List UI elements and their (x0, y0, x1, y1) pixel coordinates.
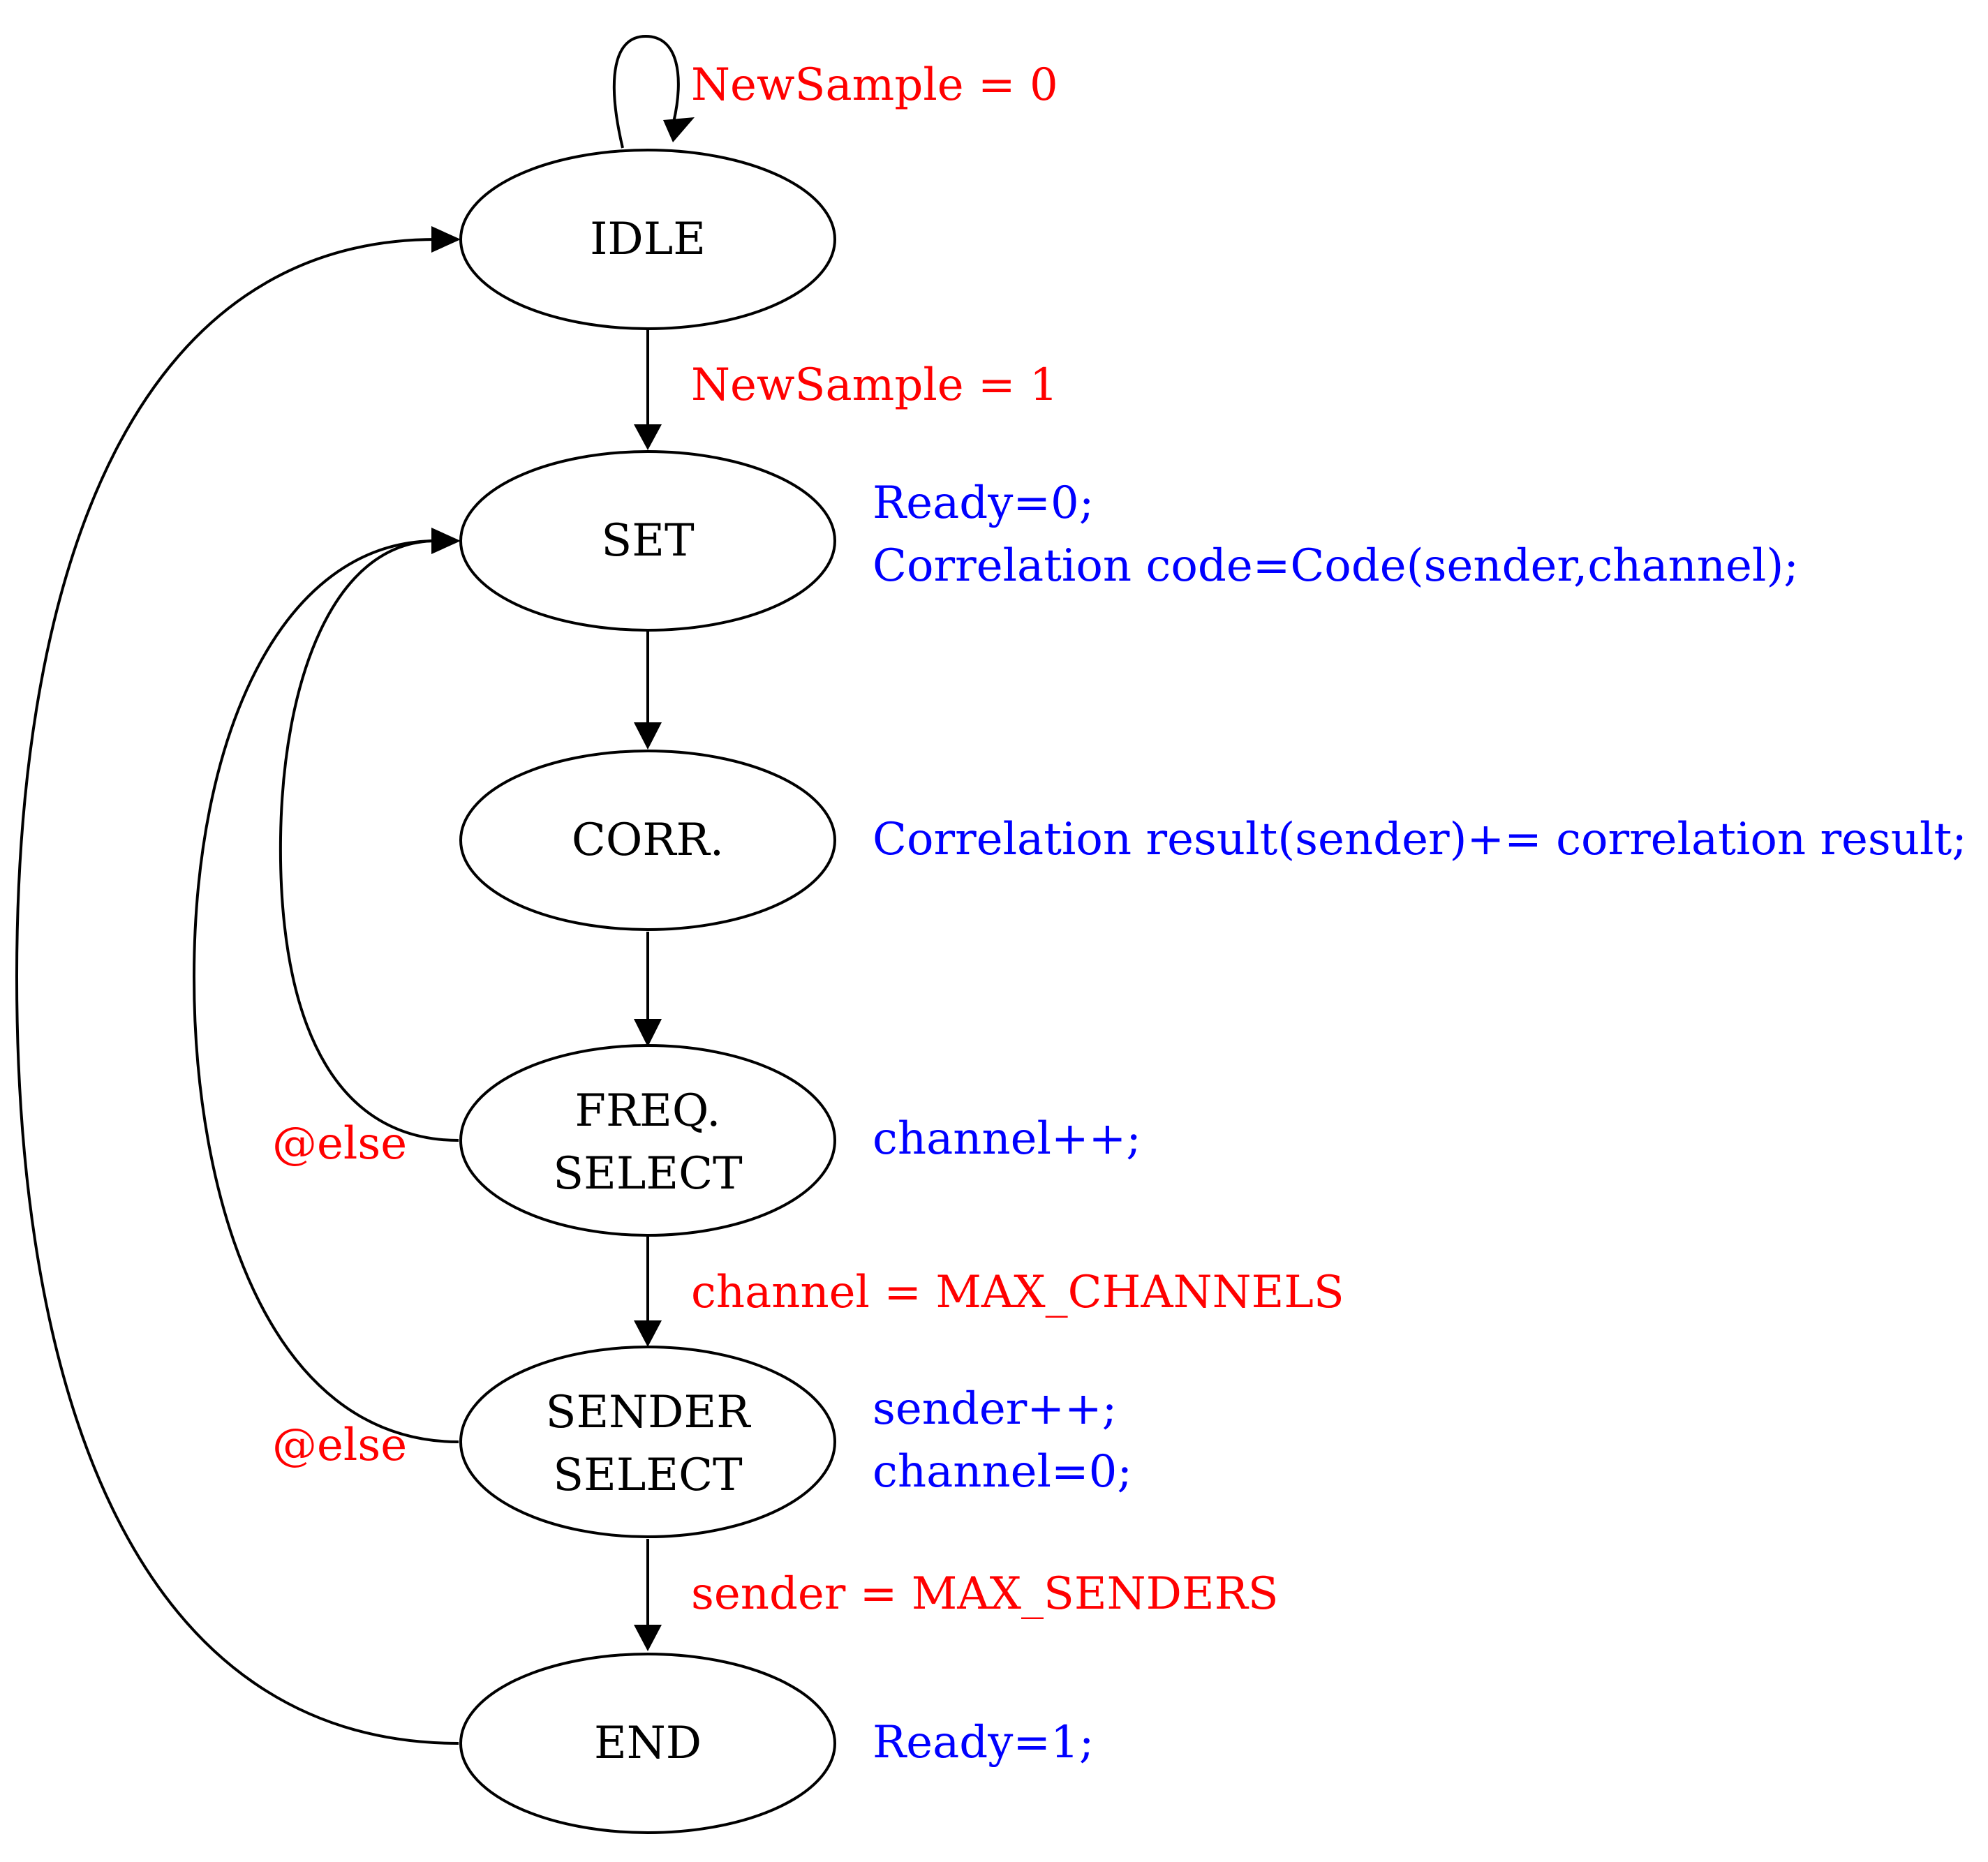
condition-freq-to-sender: channel = MAX_CHANNELS (691, 1267, 1344, 1318)
arrow-head-sender-to-end (634, 1625, 662, 1651)
state-freq-select-label-line2: SELECT (553, 1148, 743, 1200)
state-end: END (459, 1653, 836, 1834)
state-sender-select-shape (459, 1346, 836, 1538)
action-set-line2: Correlation code=Code(sender,channel); (873, 540, 1799, 592)
state-idle-label: IDLE (590, 214, 706, 265)
state-idle: IDLE (459, 149, 836, 330)
arrow-head-freq-to-sender (634, 1320, 662, 1347)
action-sender-line2: channel=0; (873, 1446, 1132, 1498)
state-freq-select: FREQ. SELECT (459, 1044, 836, 1237)
state-freq-select-label-line1: FREQ. (575, 1085, 721, 1137)
state-set-label: SET (601, 515, 695, 567)
arrow-head-idle-self (663, 117, 695, 142)
condition-sender-else: @else (272, 1420, 407, 1471)
state-sender-select-label-line2: SELECT (553, 1450, 743, 1501)
arrow-head-corr-to-freq (634, 1019, 662, 1047)
edge-idle-self-loop (612, 34, 680, 149)
state-corr: CORR. (459, 750, 836, 931)
state-end-shape (459, 1653, 836, 1834)
transitions (15, 34, 695, 1745)
state-corr-label: CORR. (572, 814, 724, 866)
conditions: NewSample = 0 NewSample = 1 channel = MA… (272, 59, 1344, 1620)
state-corr-shape (459, 750, 836, 931)
arrow-head-idle-to-set (634, 424, 662, 450)
state-freq-select-shape (459, 1044, 836, 1237)
action-freq-line1: channel++; (873, 1113, 1141, 1165)
condition-freq-else: @else (272, 1118, 407, 1170)
state-idle-shape (459, 149, 836, 330)
action-set-line1: Ready=0; (873, 477, 1094, 529)
arrow-head-else-to-set (431, 528, 461, 554)
condition-sender-to-end: sender = MAX_SENDERS (691, 1568, 1279, 1620)
state-set: SET (459, 450, 836, 632)
actions: Ready=0; Correlation code=Code(sender,ch… (873, 477, 1967, 1768)
edge-freq-else-to-set (279, 539, 459, 1142)
edge-end-to-idle (15, 238, 459, 1745)
action-end-line1: Ready=1; (873, 1717, 1094, 1768)
state-sender-select-label-line1: SENDER (546, 1387, 752, 1438)
condition-idle-to-set: NewSample = 1 (691, 359, 1058, 411)
action-corr-line1: Correlation result(sender)+= correlation… (873, 814, 1967, 865)
state-sender-select: SENDER SELECT (459, 1346, 836, 1538)
state-end-label: END (594, 1718, 702, 1769)
condition-idle-self: NewSample = 0 (691, 59, 1058, 111)
edge-sender-else-to-set (192, 539, 459, 1443)
arrow-head-set-to-corr (634, 722, 662, 750)
action-sender-line1: sender++; (873, 1383, 1117, 1435)
states: IDLE SET CORR. FREQ. SELECT SENDER SELEC… (459, 149, 836, 1834)
arrow-head-end-to-idle (431, 226, 461, 253)
state-set-shape (459, 450, 836, 632)
